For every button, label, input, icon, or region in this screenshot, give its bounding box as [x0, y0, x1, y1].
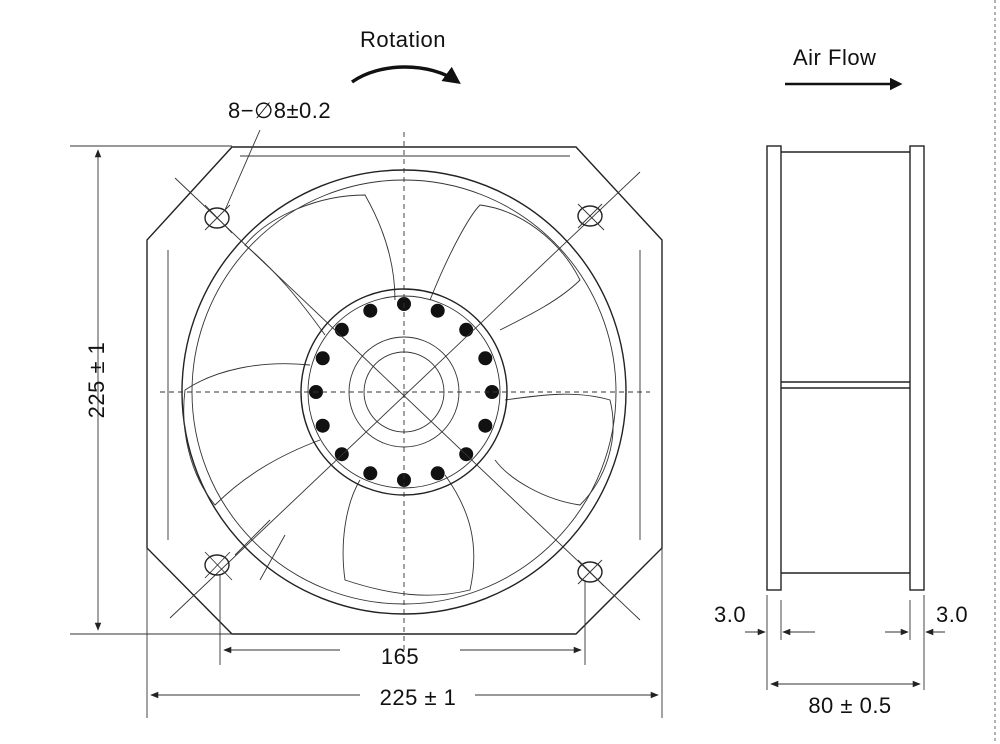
hub-dot	[430, 303, 445, 318]
hole-spacing-dimension	[219, 575, 586, 665]
hub-dot	[397, 473, 411, 487]
left-flange	[766, 145, 782, 591]
diagonal-line-2	[169, 171, 641, 619]
air-flow-label: Air Flow	[793, 45, 876, 70]
fan-frame	[146, 146, 663, 635]
depth-label: 80 ± 0.5	[808, 693, 891, 718]
width-label: 225 ± 1	[380, 685, 457, 710]
hub-dot	[363, 303, 378, 318]
hub-dot	[334, 322, 349, 337]
front-view	[70, 65, 663, 718]
hub-dot	[315, 418, 330, 433]
rotation-label: Rotation	[360, 27, 446, 52]
hub-dot	[315, 351, 330, 366]
blades	[183, 194, 614, 596]
hub-dot	[459, 322, 474, 337]
flange-left-label: 3.0	[714, 602, 746, 627]
hub-dot	[478, 351, 493, 366]
hub-dot	[363, 466, 378, 481]
holes-label: 8−∅8±0.2	[228, 98, 331, 123]
hub-dot	[430, 466, 445, 481]
rotation-arrow	[350, 65, 461, 85]
mounting-holes	[204, 203, 605, 587]
frame-inner-edge	[167, 155, 641, 540]
hub-dot	[485, 385, 499, 399]
hole-spacing-label: 165	[381, 644, 419, 669]
hub-dot	[478, 418, 493, 433]
side-view	[745, 77, 945, 690]
diagonal-line-1	[174, 177, 641, 621]
flange-right-label: 3.0	[936, 602, 968, 627]
height-label: 225 ± 1	[84, 342, 109, 419]
height-dimension	[70, 145, 232, 635]
width-dimension	[146, 548, 663, 718]
right-flange	[909, 145, 925, 591]
holes-leader	[224, 129, 261, 211]
